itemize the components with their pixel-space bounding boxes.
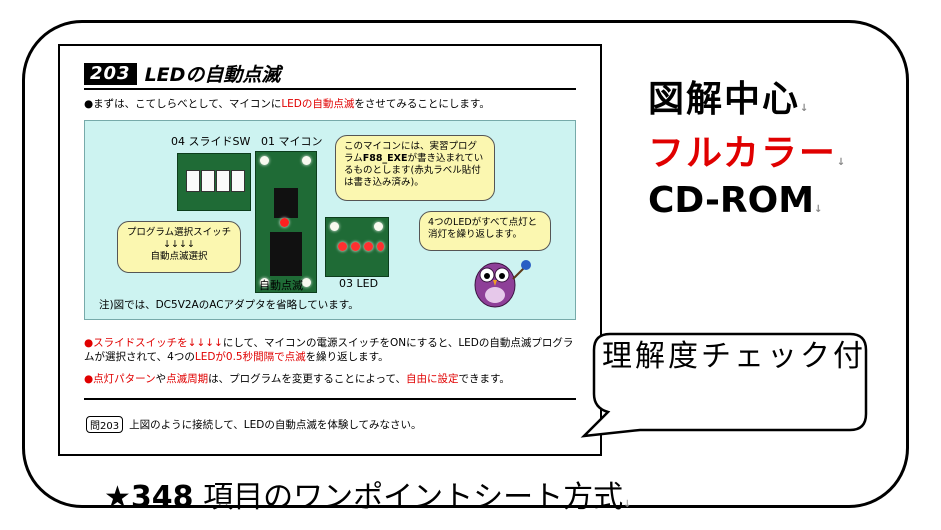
- feature-cd-rom: CD-ROM↓: [648, 180, 823, 221]
- micon-board: [255, 151, 317, 293]
- led-board: [325, 217, 389, 277]
- label-micon: 01 マイコン: [261, 135, 323, 148]
- feature-full-color: フルカラー↓: [648, 133, 848, 174]
- paragraph-2: ●点灯パターンや点滅周期は、プログラムを変更することによって、自由に設定できます…: [84, 373, 510, 385]
- label-auto-blink: 自動点滅: [259, 279, 303, 292]
- speech-callout: [580, 332, 868, 438]
- intro-text: ●まずは、こてしらべとして、マイコンにLEDの自動点滅をさせてみることにします。: [84, 98, 490, 110]
- circuit-diagram: 04 スライドSW 01 マイコン 自動点滅: [84, 120, 576, 320]
- paragraph-1: ●スライドスイッチを↓↓↓↓にして、マイコンの電源スイッチをONにすると、LED…: [84, 337, 574, 363]
- callout-text: 理解度チェック付: [602, 339, 866, 374]
- section-number: 203: [84, 62, 137, 85]
- section-title: LEDの自動点滅: [144, 64, 281, 86]
- question-rule: [84, 398, 576, 400]
- label-led: 03 LED: [339, 277, 379, 290]
- question-text: 上図のように接続して、LEDの自動点滅を体験してみなさい。: [129, 419, 422, 431]
- question-row: 問203 上図のように接続して、LEDの自動点滅を体験してみなさい。: [86, 416, 422, 433]
- sample-page: 203 LEDの自動点滅 ●まずは、こてしらべとして、マイコンにLEDの自動点滅…: [58, 44, 602, 456]
- diagram-note: 注)図では、DC5V2AのACアダプタを省略しています。: [99, 299, 359, 311]
- label-slide-sw: 04 スライドSW: [171, 135, 251, 148]
- section-heading: 203 LEDの自動点滅: [84, 60, 280, 87]
- program-bubble: このマイコンには、実習プログラムF88_EXEが書き込まれているものとします(赤…: [335, 135, 495, 201]
- switch-bubble: プログラム選択スイッチ ↓↓↓↓ 自動点滅選択: [117, 221, 241, 273]
- question-label: 問203: [86, 416, 124, 433]
- title-rule: [84, 88, 576, 90]
- slide-switch-board: [177, 153, 251, 211]
- led-bubble: 4つのLEDがすべて点灯と消灯を繰り返します。: [419, 211, 551, 251]
- bottom-tagline: ★348 項目のワンポイントシート方式↓: [104, 480, 632, 515]
- owl-mascot-icon: [474, 260, 531, 308]
- feature-diagram-centric: 図解中心↓: [648, 79, 811, 120]
